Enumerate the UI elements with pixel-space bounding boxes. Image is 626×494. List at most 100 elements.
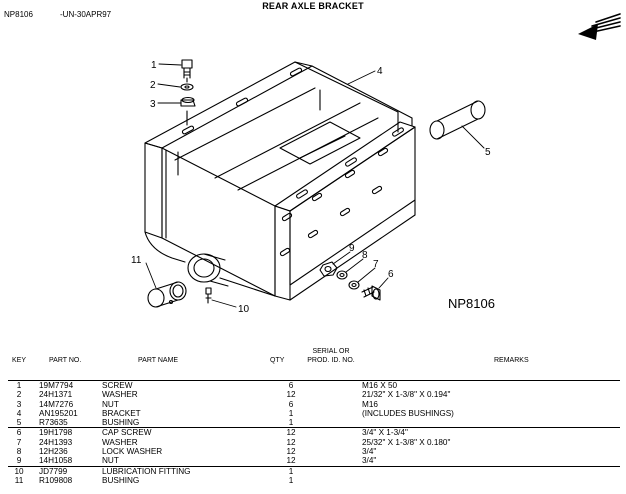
row-remarks — [362, 465, 620, 476]
col-header-part-no: PART NO. — [49, 357, 82, 364]
row-remarks: 21/32" X 1-3/8" X 0.194" — [362, 390, 451, 400]
col-header-qty: QTY — [270, 357, 285, 364]
row-part-no: 24H1393 — [39, 437, 73, 447]
col-header-part-name: PART NAME — [138, 357, 179, 364]
exploded-diagram: 1 2 3 4 5 6 7 8 9 10 11 — [131, 13, 621, 315]
row-part-name: LUBRICATION FITTING — [102, 465, 262, 476]
lockwasher-part — [336, 270, 348, 280]
row-serial — [320, 465, 362, 476]
row-serial — [320, 390, 362, 399]
row-part-no: 14M7276 — [39, 399, 74, 409]
direction-arrow-icon — [578, 13, 621, 40]
row-part-name: BUSHING — [102, 418, 140, 428]
callout-3: 3 — [150, 99, 156, 110]
row-part-name: BUSHING — [102, 475, 140, 485]
bracket-body — [144, 61, 416, 301]
row-remarks: 3/4" — [362, 447, 377, 457]
washer-7-part — [348, 280, 360, 290]
lube-fitting-part — [205, 287, 212, 304]
row-part-no: 19M7794 — [30, 380, 102, 391]
row-part-name: WASHER — [102, 390, 138, 400]
row-qty: 12 — [286, 390, 296, 400]
table-row: 11 R109808 BUSHING 1 — [8, 476, 620, 485]
row-part-no: 19H1798 — [30, 427, 102, 438]
row-key: 10 — [8, 465, 30, 476]
row-key: 8 — [16, 447, 22, 457]
row-part-no: 14H1058 — [39, 456, 73, 466]
screw-part — [181, 59, 193, 83]
callout-8: 8 — [362, 250, 368, 261]
row-remarks: 3/4" X 1-3/4" — [362, 427, 620, 438]
row-key: 2 — [16, 390, 22, 400]
table-row: 4 AN195201 BRACKET 1 (INCLUDES BUSHINGS) — [8, 409, 620, 418]
row-remarks: M16 X 50 — [362, 380, 620, 391]
parts-table: 1 19M7794 SCREW 6 M16 X 50 2 24H1371 WAS… — [8, 380, 620, 485]
row-part-name: CAP SCREW — [102, 427, 262, 438]
row-remarks: (INCLUDES BUSHINGS) — [362, 408, 454, 418]
row-key: 9 — [16, 456, 22, 466]
row-remarks: 3/4" — [362, 456, 377, 466]
table-row: 10 JD7799 LUBRICATION FITTING 1 — [8, 465, 620, 476]
bushing-part — [429, 100, 486, 140]
row-serial — [320, 427, 362, 438]
row-serial — [320, 400, 362, 409]
callout-9: 9 — [349, 243, 355, 254]
nut-9-part — [319, 261, 338, 277]
row-part-no: 24H1371 — [39, 390, 73, 400]
nut-part — [180, 96, 196, 126]
row-part-name: BRACKET — [102, 408, 141, 418]
row-serial — [320, 456, 362, 466]
doc-code: NP8106 — [4, 10, 33, 19]
col-header-serial-line1: SERIAL OR — [312, 348, 350, 355]
row-part-no: 12H236 — [39, 447, 68, 457]
row-remarks: 25/32" X 1-3/8" X 0.180" — [362, 437, 451, 447]
table-row: 6 19H1798 CAP SCREW 12 3/4" X 1-3/4" — [8, 427, 620, 438]
row-part-no: R109808 — [39, 475, 73, 485]
row-part-name: LOCK WASHER — [102, 447, 163, 457]
row-key: 4 — [16, 408, 22, 418]
row-part-name: NUT — [102, 399, 119, 409]
callout-4: 4 — [377, 66, 383, 77]
figure-label: NP8106 — [448, 296, 495, 311]
row-qty: 12 — [286, 456, 296, 466]
bushing-11-part — [147, 281, 187, 308]
row-key: 1 — [8, 380, 30, 391]
row-part-no: JD7799 — [30, 465, 102, 476]
table-row: 5 R73635 BUSHING 1 — [8, 418, 620, 428]
row-serial — [320, 447, 362, 456]
row-part-name: SCREW — [102, 380, 262, 391]
row-qty: 6 — [262, 380, 320, 391]
bushing-boss — [187, 253, 229, 287]
row-key: 6 — [8, 427, 30, 438]
row-qty: 1 — [288, 418, 294, 428]
row-part-no: R73635 — [39, 418, 68, 428]
callout-1: 1 — [151, 60, 157, 71]
row-qty: 12 — [262, 427, 320, 438]
table-row: 7 24H1393 WASHER 12 25/32" X 1-3/8" X 0.… — [8, 438, 620, 447]
callout-7: 7 — [373, 259, 379, 270]
row-serial — [320, 380, 362, 391]
table-row: 1 19M7794 SCREW 6 M16 X 50 — [8, 380, 620, 391]
table-row: 9 14H1058 NUT 12 3/4" — [8, 456, 620, 466]
row-qty: 12 — [286, 437, 296, 447]
row-serial — [320, 418, 362, 428]
row-part-no: AN195201 — [39, 408, 78, 418]
col-header-serial: SERIAL OR PROD. ID. NO. — [296, 347, 366, 365]
capscrew-part — [361, 285, 381, 301]
row-key: 11 — [14, 475, 24, 485]
row-key: 7 — [16, 437, 22, 447]
row-qty: 1 — [288, 475, 294, 485]
col-header-key: KEY — [12, 357, 27, 364]
row-serial — [320, 409, 362, 418]
col-header-remarks: REMARKS — [494, 357, 529, 364]
callout-2: 2 — [150, 80, 156, 91]
row-part-name: WASHER — [102, 437, 138, 447]
callout-10: 10 — [238, 304, 250, 315]
table-row: 3 14M7276 NUT 6 M16 — [8, 400, 620, 409]
row-key: 5 — [16, 418, 22, 428]
row-serial — [320, 476, 362, 485]
table-row: 8 12H236 LOCK WASHER 12 3/4" — [8, 447, 620, 456]
row-qty: 1 — [288, 408, 294, 418]
page-title: REAR AXLE BRACKET — [262, 1, 364, 11]
row-remarks — [362, 476, 620, 485]
